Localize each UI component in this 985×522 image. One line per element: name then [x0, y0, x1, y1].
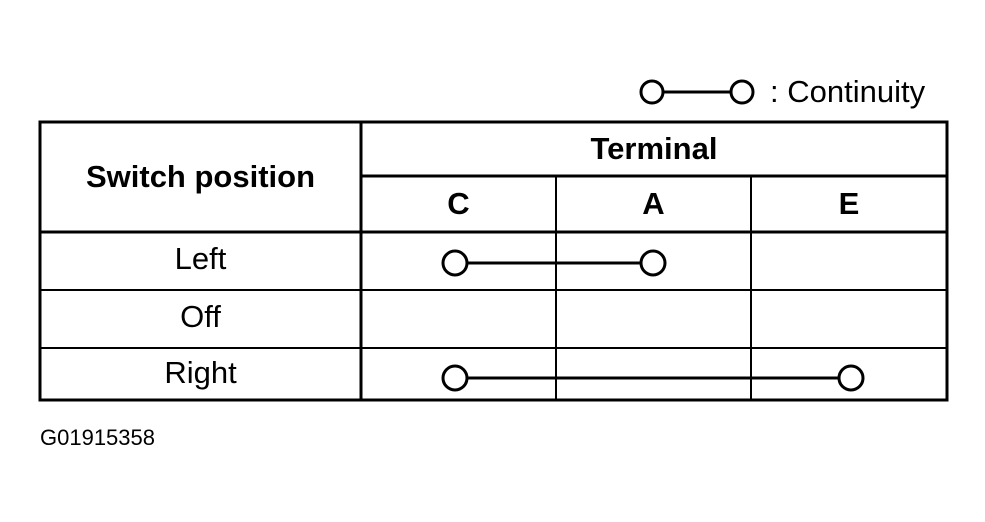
continuity-legend: : Continuity [636, 72, 956, 112]
row-label-off: Off [180, 299, 221, 334]
switch-position-header: Switch position [85, 159, 316, 194]
continuity-terminal-right-c [441, 364, 469, 392]
legend-label: : Continuity [770, 74, 926, 109]
row-label-left: Left [174, 241, 227, 276]
terminal-e-header: E [838, 186, 860, 221]
table-border [38, 120, 949, 402]
continuity-terminal-left-a [639, 249, 667, 277]
row-label-right: Right [164, 355, 237, 390]
continuity-terminal-left-c [441, 249, 469, 277]
terminal-a-header: A [642, 186, 665, 221]
terminal-c-header: C [447, 186, 470, 221]
continuity-symbol-icon [639, 79, 755, 105]
continuity-terminal-right-e [837, 364, 865, 392]
figure-id: G01915358 [40, 425, 155, 450]
terminal-header: Terminal [590, 131, 718, 166]
